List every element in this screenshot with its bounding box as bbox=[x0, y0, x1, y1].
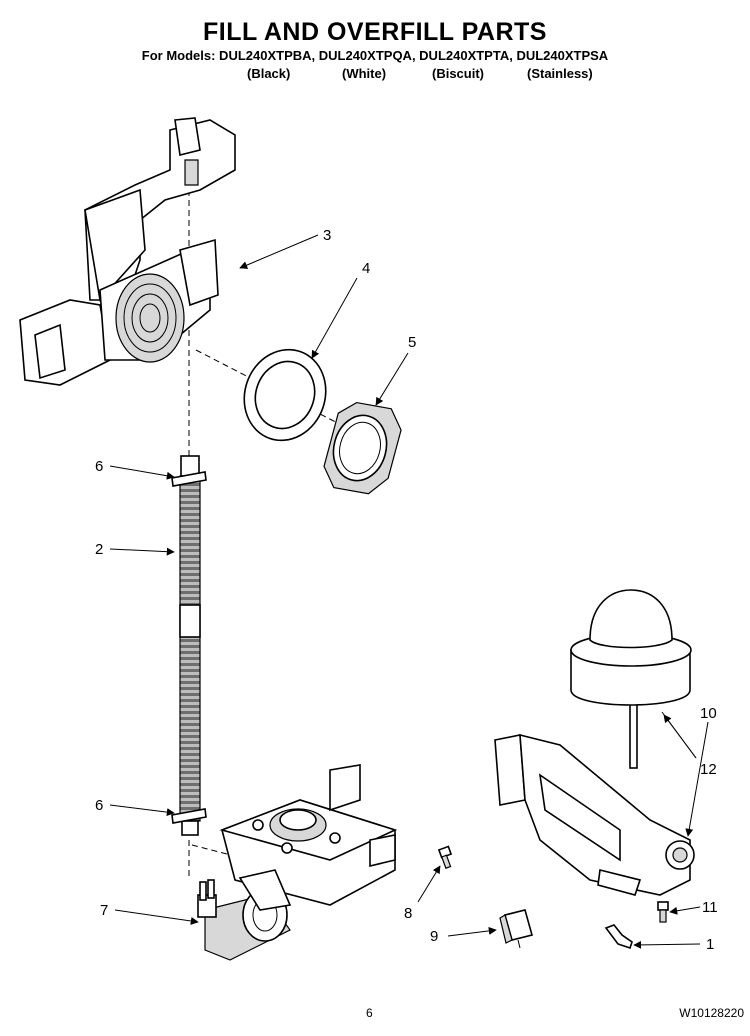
page-title: FILL AND OVERFILL PARTS bbox=[203, 18, 547, 46]
part-3-fill-funnel bbox=[19, 117, 236, 386]
callout-1: 1 bbox=[706, 936, 714, 953]
models-line: For Models: DUL240XTPBA, DUL240XTPQA, DU… bbox=[141, 48, 609, 63]
part-9-switch bbox=[499, 909, 533, 949]
assembly-line-valve bbox=[191, 844, 259, 863]
callout-6-bottom: 6 bbox=[95, 797, 103, 814]
part-4-gasket bbox=[243, 348, 327, 442]
part-2-fill-hose bbox=[179, 455, 201, 836]
leader-10 bbox=[685, 721, 709, 837]
part-11-screw bbox=[657, 901, 669, 923]
leader-6-top bbox=[109, 465, 175, 480]
leader-7 bbox=[114, 909, 199, 925]
variant-biscuit: (Biscuit) bbox=[432, 66, 484, 81]
page-number: 6 bbox=[366, 1006, 373, 1020]
leader-12-arrow bbox=[663, 714, 697, 759]
part-8-screw bbox=[437, 845, 453, 869]
leader-4 bbox=[311, 277, 358, 359]
variant-white: (White) bbox=[342, 66, 387, 81]
callout-6-top: 6 bbox=[95, 458, 103, 475]
leader-8 bbox=[417, 865, 441, 903]
variant-black: (Black) bbox=[247, 66, 291, 81]
callout-12: 12 bbox=[700, 761, 717, 778]
callout-4: 4 bbox=[362, 260, 370, 277]
callout-9: 9 bbox=[430, 928, 438, 945]
leader-1 bbox=[633, 940, 701, 949]
leader-6-bottom bbox=[109, 804, 175, 817]
leader-5 bbox=[375, 352, 409, 406]
part-1-clip bbox=[604, 924, 633, 950]
callout-11: 11 bbox=[702, 899, 718, 916]
model-variants: (Black) (White) (Biscuit) (Stainless) bbox=[0, 66, 750, 84]
callout-7: 7 bbox=[100, 902, 108, 919]
variant-stainless: (Stainless) bbox=[527, 66, 593, 81]
part-6-hose-clamps bbox=[171, 471, 207, 824]
leader-11 bbox=[669, 906, 701, 915]
part-7-water-valve bbox=[197, 869, 292, 961]
part-5-nut bbox=[323, 401, 402, 495]
callout-8: 8 bbox=[404, 905, 412, 922]
document-code: W10128220 bbox=[679, 1006, 744, 1020]
leader-3 bbox=[239, 234, 319, 269]
part-12-float bbox=[570, 589, 692, 769]
callout-3: 3 bbox=[323, 227, 331, 244]
callout-10: 10 bbox=[700, 705, 717, 722]
part-10-float-bracket bbox=[494, 733, 695, 896]
leader-2 bbox=[109, 547, 175, 556]
callout-2: 2 bbox=[95, 541, 103, 558]
leader-9 bbox=[447, 926, 497, 937]
callout-5: 5 bbox=[408, 334, 416, 351]
